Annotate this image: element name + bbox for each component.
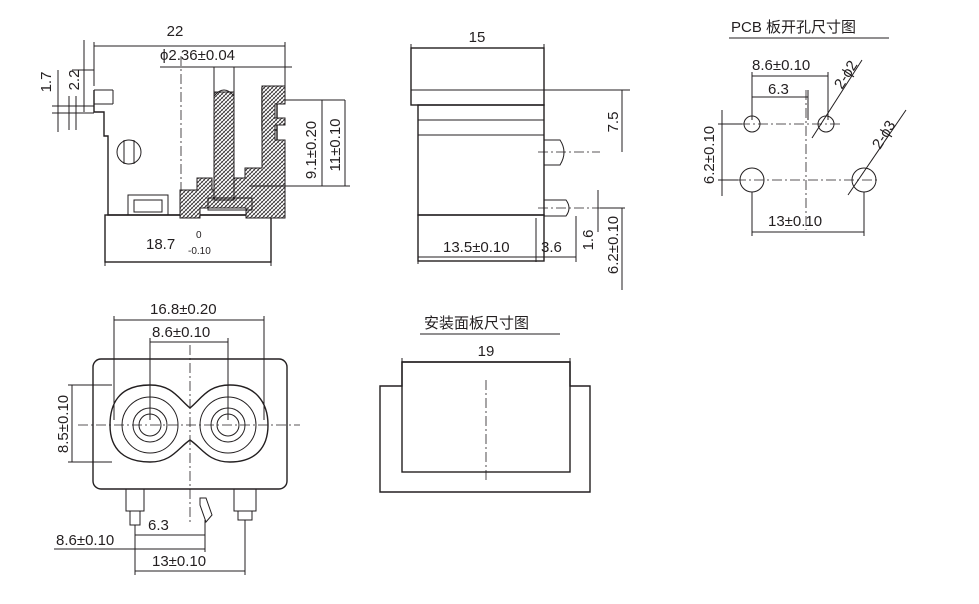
pcb-view: PCB 板开孔尺寸图 8.6±0.10 6.3 2-ϕ2 2-ϕ3 6.2±0.… (701, 18, 907, 236)
panel-title: 安装面板尺寸图 (424, 314, 529, 332)
side-9-1-label: 9.1±0.20 (303, 121, 320, 179)
profile-13-5-label: 13.5±0.10 (443, 239, 510, 256)
profile-7-5-label: 7.5 (605, 112, 622, 133)
panel-view: 安装面板尺寸图 19 (379, 314, 591, 493)
profile-top-block (410, 47, 545, 106)
pcb-title: PCB 板开孔尺寸图 (731, 18, 856, 36)
front-inlet-outline (109, 384, 269, 463)
front-13-label: 13±0.10 (152, 553, 206, 570)
pcb-8-6-label: 8.6±0.10 (752, 57, 810, 74)
side-pin-diameter-label: ϕ2.36±0.04 (160, 47, 235, 64)
pcb-hole-small-label: 2-ϕ2 (831, 58, 861, 93)
front-8-6-b-label: 8.6±0.10 (56, 532, 114, 549)
front-6-3-label: 6.3 (148, 517, 169, 534)
profile-width-label: 15 (469, 29, 486, 46)
front-8-6-label: 8.6±0.10 (152, 324, 210, 341)
side-hole (116, 139, 142, 165)
pcb-6-3-label: 6.3 (768, 81, 789, 98)
profile-6-2-label: 6.2±0.10 (605, 216, 622, 274)
side-2-2-label: 2.2 (66, 70, 83, 91)
panel-width-label: 19 (478, 343, 495, 360)
side-base-label: 18.7 (146, 236, 175, 253)
side-width-label: 22 (167, 23, 184, 40)
side-base-upper: 0 (196, 230, 202, 241)
pcb-hole-large-label: 2-ϕ3 (869, 118, 899, 153)
pcb-13-label: 13±0.10 (768, 213, 822, 230)
side-11-label: 11±0.10 (327, 119, 344, 172)
pcb-6-2-label: 6.2±0.10 (701, 126, 718, 184)
side-view: 22 ϕ2.36±0.04 2.2 1.7 9.1±0.20 11±0.10 1… (38, 23, 350, 266)
side-pin (213, 91, 235, 201)
profile-3-6-label: 3.6 (541, 239, 562, 256)
profile-1-6-label: 1.6 (580, 230, 597, 251)
side-base-lower: -0.10 (188, 246, 211, 257)
side-1-7-label: 1.7 (38, 72, 55, 93)
front-16-8-label: 16.8±0.20 (150, 301, 217, 318)
front-view: 16.8±0.20 8.6±0.10 8.5±0.10 6.3 8.6±0.10… (54, 301, 300, 575)
profile-view: 15 7.5 13.5±0.10 3.6 1.6 6.2±0.10 (410, 29, 630, 290)
front-8-5-label: 8.5±0.10 (55, 395, 72, 453)
